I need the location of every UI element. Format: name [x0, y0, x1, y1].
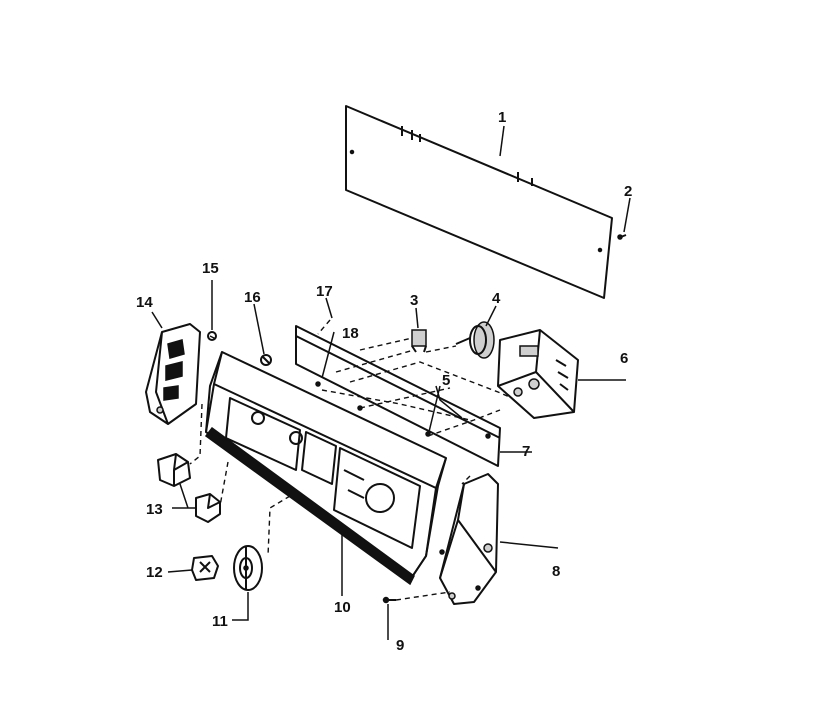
selector-switch [455, 321, 495, 359]
switch [411, 329, 427, 353]
callout-3: 3 [410, 292, 418, 309]
push-button-upper [157, 453, 191, 487]
callout-13: 13 [146, 501, 163, 518]
screw-2 [617, 234, 627, 240]
callout-7: 7 [522, 443, 530, 460]
timer [497, 329, 579, 419]
callout-14: 14 [136, 294, 153, 311]
control-panel [204, 351, 447, 586]
leader-lines [151, 125, 631, 640]
callout-10: 10 [334, 599, 351, 616]
assembly-lines [189, 319, 513, 601]
callout-11: 11 [212, 613, 228, 630]
callout-4: 4 [492, 290, 501, 307]
dial-knob [233, 545, 263, 591]
screw-9 [382, 596, 396, 604]
callout-labels: 1 2 3 4 5 6 7 8 9 10 11 12 13 14 15 16 1… [136, 109, 632, 654]
callout-6: 6 [620, 350, 628, 367]
mounting-bracket [295, 325, 501, 467]
clip-15 [207, 331, 217, 341]
rear-panel [345, 105, 613, 299]
callout-8: 8 [552, 563, 560, 580]
callout-15: 15 [202, 260, 219, 277]
small-knob [191, 555, 219, 581]
clip-16 [260, 354, 272, 366]
callout-16: 16 [244, 289, 261, 306]
callout-9: 9 [396, 637, 404, 654]
push-button-lower [195, 493, 221, 523]
callout-17: 17 [316, 283, 333, 300]
right-end-cap [439, 473, 499, 605]
callout-12: 12 [146, 564, 163, 581]
callout-5: 5 [442, 372, 450, 389]
callout-2: 2 [624, 183, 632, 200]
left-end-cap [145, 323, 201, 425]
callout-1: 1 [498, 109, 506, 126]
callout-18: 18 [342, 325, 359, 342]
